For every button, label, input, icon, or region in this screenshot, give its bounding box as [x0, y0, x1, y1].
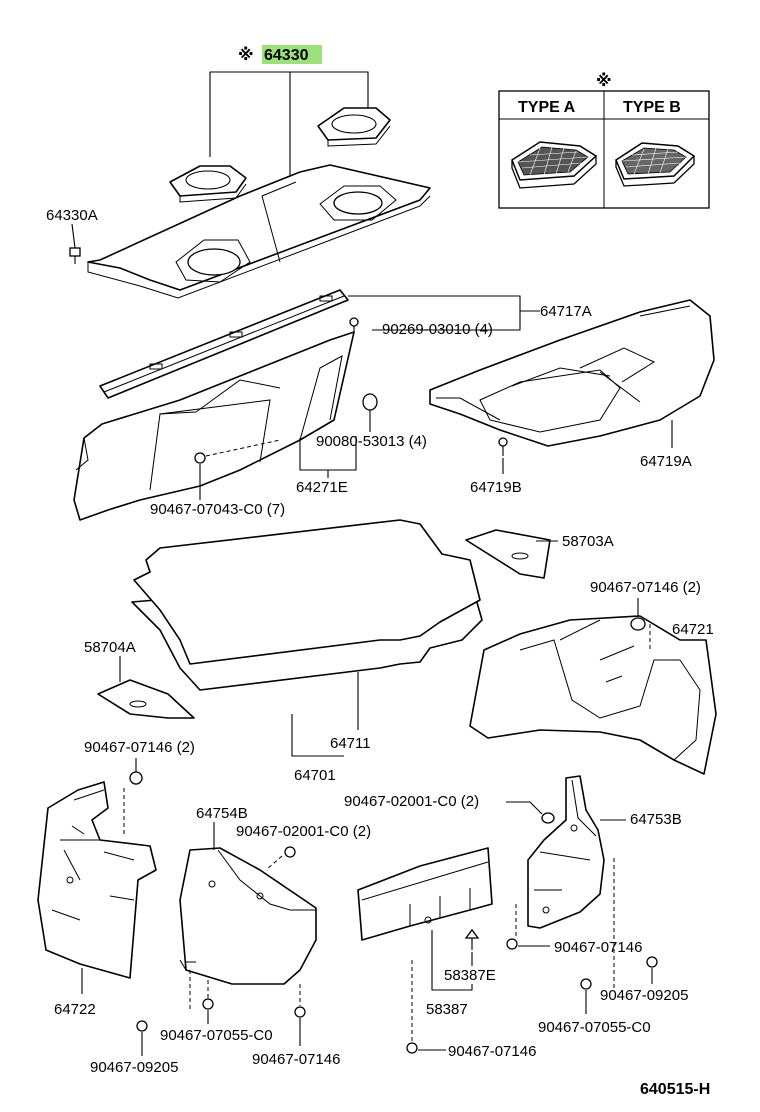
- clip-90467-07055-r: [580, 978, 592, 990]
- label-58703a[interactable]: 58703A: [562, 533, 614, 550]
- clip-90467-07146-b: [406, 960, 418, 1054]
- clip-90467-07043: [194, 439, 281, 464]
- label-64754b[interactable]: 64754B: [196, 805, 248, 822]
- label-90467-09205-r[interactable]: 90467-09205: [600, 987, 688, 1004]
- label-64701[interactable]: 64701: [294, 767, 336, 784]
- clip-64719b: [498, 437, 508, 456]
- label-64719a[interactable]: 64719A: [640, 453, 692, 470]
- label-90467-07146-b[interactable]: 90467-07146: [448, 1043, 536, 1060]
- clip-64330a: [69, 247, 81, 264]
- label-90467-07146-r[interactable]: 90467-07146 (2): [590, 579, 701, 596]
- label-58387e[interactable]: 58387E: [444, 967, 496, 984]
- label-90467-07146-l[interactable]: 90467-07146 (2): [84, 739, 195, 756]
- screw-90269: [349, 317, 359, 334]
- type-table-mark: ※: [596, 72, 612, 90]
- trunk-rear-panel-58387: [357, 847, 493, 941]
- label-90467-07146-m[interactable]: 90467-07146: [252, 1051, 340, 1068]
- speaker-grille-right: [317, 107, 391, 147]
- label-58704a[interactable]: 58704A: [84, 639, 136, 656]
- header-mark: ※: [238, 46, 254, 64]
- plate-58703a: [465, 529, 551, 579]
- clip-90467-07146-r: [630, 617, 651, 650]
- quarter-trim-64722: [37, 781, 157, 979]
- label-64717a[interactable]: 64717A: [540, 303, 592, 320]
- quarter-side-trim-64721: [469, 615, 717, 775]
- cover-64754b: [179, 847, 317, 985]
- label-90467-07055-m[interactable]: 90467-07055-C0: [160, 1027, 273, 1044]
- clip-90467-07146-a: [506, 904, 518, 950]
- clip-90467-02001-r: [541, 812, 555, 824]
- label-90467-09205-l[interactable]: 90467-09205: [90, 1059, 178, 1076]
- label-90269[interactable]: 90269-03010 (4): [382, 321, 493, 338]
- clip-90080: [362, 393, 378, 411]
- clip-90467-07146-m: [294, 984, 306, 1018]
- trunk-lid-trim-64719a: [429, 299, 715, 447]
- label-90080[interactable]: 90080-53013 (4): [316, 433, 427, 450]
- label-90467-02001-r[interactable]: 90467-02001-C0 (2): [344, 793, 479, 810]
- label-64271e[interactable]: 64271E: [296, 479, 348, 496]
- label-64721[interactable]: 64721: [672, 621, 714, 638]
- type-a-header: TYPE A: [518, 99, 576, 116]
- label-90467-07055-r[interactable]: 90467-07055-C0: [538, 1019, 651, 1036]
- label-90467-07043[interactable]: 90467-07043-C0 (7): [150, 501, 285, 518]
- label-64722[interactable]: 64722: [54, 1001, 96, 1018]
- leader-64330: [209, 71, 369, 185]
- rear-panel-strip-64717a: [99, 289, 349, 399]
- speaker-grille-type-b: [615, 142, 696, 187]
- clip-90467-02001-m: [265, 846, 296, 871]
- clip-90467-07146-l: [123, 771, 143, 836]
- plate-58704a: [97, 679, 195, 719]
- label-64711[interactable]: 64711: [330, 735, 371, 752]
- label-64753b[interactable]: 64753B: [630, 811, 682, 828]
- clip-58387e: [464, 928, 480, 950]
- label-64330a[interactable]: 64330A: [46, 207, 98, 224]
- clip-90467-07055-m: [189, 970, 214, 1010]
- diagram-code: 640515-H: [640, 1081, 710, 1098]
- label-64719b[interactable]: 64719B: [470, 479, 522, 496]
- cover-64753b: [527, 775, 605, 929]
- type-b-header: TYPE B: [623, 99, 681, 116]
- header-part-number[interactable]: 64330: [264, 47, 309, 64]
- part-highlight: [262, 45, 322, 64]
- clip-90467-09205-l: [136, 1020, 148, 1032]
- trunk-floor-mat-64711: [133, 519, 481, 665]
- clip-90467-09205-r: [646, 956, 658, 968]
- label-58387[interactable]: 58387: [426, 1001, 468, 1018]
- label-90467-07146-a[interactable]: 90467-07146: [554, 939, 642, 956]
- label-90467-02001-m[interactable]: 90467-02001-C0 (2): [236, 823, 371, 840]
- speaker-grille-type-a: [511, 141, 598, 189]
- speaker-grille-left: [169, 165, 247, 203]
- package-tray-trim: [87, 164, 431, 299]
